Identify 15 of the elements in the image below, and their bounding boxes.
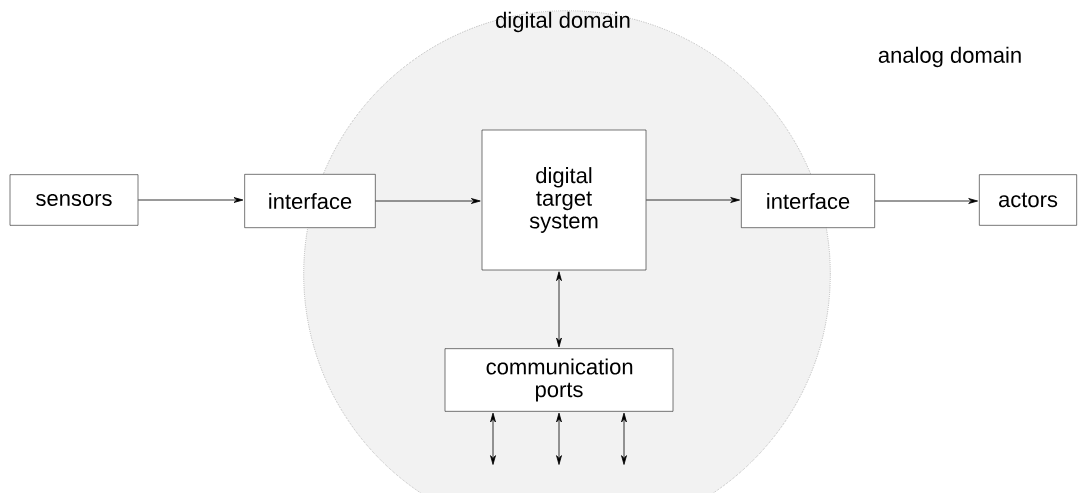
box: interface bbox=[741, 174, 875, 228]
box: sensors bbox=[9, 174, 139, 226]
domain-label: analog domain bbox=[878, 46, 1021, 68]
arrow bbox=[490, 412, 496, 465]
arrow bbox=[621, 412, 627, 465]
box: interface bbox=[244, 174, 376, 228]
box: communication ports bbox=[444, 348, 674, 412]
arrow bbox=[556, 271, 562, 348]
arrow bbox=[645, 197, 740, 203]
arrow bbox=[874, 198, 978, 204]
arrow bbox=[137, 197, 244, 203]
box: digital target system bbox=[481, 129, 647, 271]
arrow bbox=[556, 412, 562, 465]
arrow bbox=[375, 198, 481, 204]
box: actors bbox=[979, 174, 1077, 226]
